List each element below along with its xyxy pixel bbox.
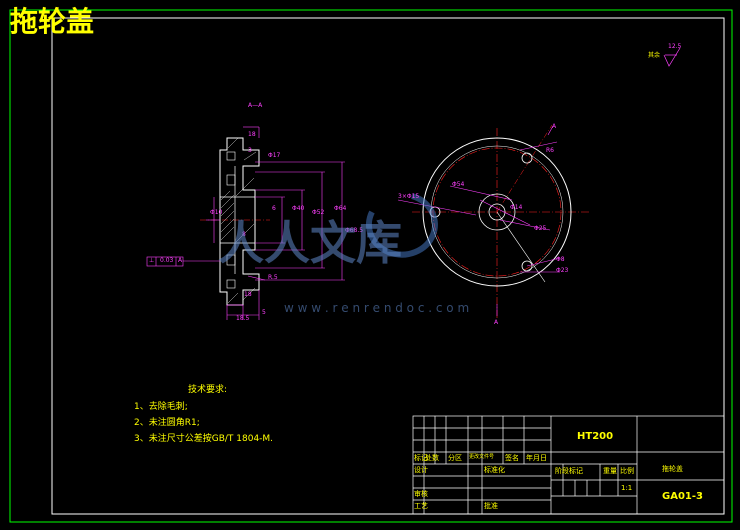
design-label: 设计: [414, 466, 428, 474]
dim-label: 18: [244, 291, 252, 298]
watermark-brand: 人人文库: [218, 216, 402, 270]
tb-row-label: 年月日: [526, 454, 547, 462]
tech-heading: 技术要求:: [188, 385, 228, 395]
dim-label: Φ10: [210, 209, 223, 216]
circle-dimension-lines: [397, 141, 561, 273]
dim-label: 6: [272, 205, 276, 212]
dim-label: Φ64: [334, 205, 347, 212]
dim-label: 18.5: [236, 315, 250, 322]
tb-row-label: 更改文件号: [469, 454, 495, 460]
tech-item: 1、去除毛刺;: [134, 402, 188, 412]
tb-row-label: 分区: [448, 454, 462, 462]
section-notch-4: [226, 279, 236, 289]
dim-label: Φ68.5: [345, 227, 364, 234]
title-block-lines: [412, 415, 725, 515]
material-value: HT200: [577, 431, 614, 442]
circle-dim-label: Φ25: [534, 225, 547, 232]
circle-dim-label: 3×Φ15: [398, 193, 420, 200]
outer-circle: [422, 137, 572, 287]
tech-item: 2、未注圆角R1;: [134, 418, 200, 428]
circle-view: [397, 124, 590, 318]
section-notch-1: [226, 151, 236, 161]
bolt-hole-3: [521, 260, 533, 272]
section-notch-2: [226, 174, 236, 186]
section-label: A—A: [248, 102, 263, 109]
section-outline: [219, 137, 260, 306]
tb-row-label: 签名: [505, 454, 519, 462]
weight-label: 重量: [603, 467, 617, 475]
dim-label: 3: [248, 147, 252, 154]
section-notch-3: [226, 254, 236, 266]
outer-frame: [9, 9, 733, 523]
surface-value: 12.5: [668, 43, 682, 50]
dim-label: R.5: [268, 274, 278, 281]
tech-item: 3、未注尺寸公差按GB/T 1804-M.: [134, 434, 274, 444]
watermark-url: w w w . r e n r e n d o c . c o m: [284, 301, 470, 315]
dim-label: Φ17: [268, 152, 281, 159]
view-label-bottom: A: [494, 319, 499, 326]
section-dimension-lines: [206, 126, 345, 320]
view-arrow-top: [547, 125, 554, 136]
surface-roughness-icon: [663, 47, 681, 67]
scale-value: 1:1: [621, 484, 633, 492]
flatness-frame-box: [146, 256, 184, 267]
tb-row-label: 标记: [414, 454, 428, 462]
tb-row-label: 处数: [425, 454, 439, 462]
cut-line-diagonal: [496, 211, 546, 283]
process-label: 工艺: [414, 502, 428, 510]
stage-label: 阶段标记: [555, 467, 583, 475]
cut-line-diagonal-2: [496, 124, 553, 213]
bolt-hole-2: [521, 152, 533, 164]
flatness-datum: A: [178, 257, 183, 264]
part-name: 拖轮盖: [662, 465, 683, 473]
review-label: 审核: [414, 490, 428, 498]
flatness-value: 0.03: [160, 257, 174, 264]
standard-label: 标准化: [484, 466, 505, 474]
hub-circle: [478, 193, 516, 231]
flatness-symbol: ⊥: [149, 257, 155, 264]
view-label-top: A: [552, 123, 557, 130]
dim-label: Φ52: [312, 209, 325, 216]
dim-label: 5: [262, 309, 266, 316]
approve-label: 批准: [484, 502, 498, 510]
dim-label: 18: [248, 131, 256, 138]
surface-note: 其余: [648, 52, 661, 59]
dim-label: Φ40: [292, 205, 305, 212]
section-hatching: [220, 137, 257, 304]
drawing-title: 拖轮盖: [10, 5, 95, 38]
dim-label: 8: [242, 231, 246, 238]
circle-dim-label: Φ54: [452, 181, 465, 188]
circle-dim-label: Φ14: [510, 204, 523, 211]
watermark-emblem-icon: [365, 193, 438, 258]
section-view: [146, 126, 345, 320]
scale-header: 比例: [620, 467, 634, 475]
circle-dim-label: Φ8: [556, 256, 565, 263]
inner-frame: [51, 17, 725, 515]
bore-circle: [488, 203, 506, 221]
circle-dim-label: Φ23: [556, 267, 569, 274]
drawing-number: GA01-3: [662, 491, 703, 502]
circle-dim-label: R6: [546, 147, 554, 154]
